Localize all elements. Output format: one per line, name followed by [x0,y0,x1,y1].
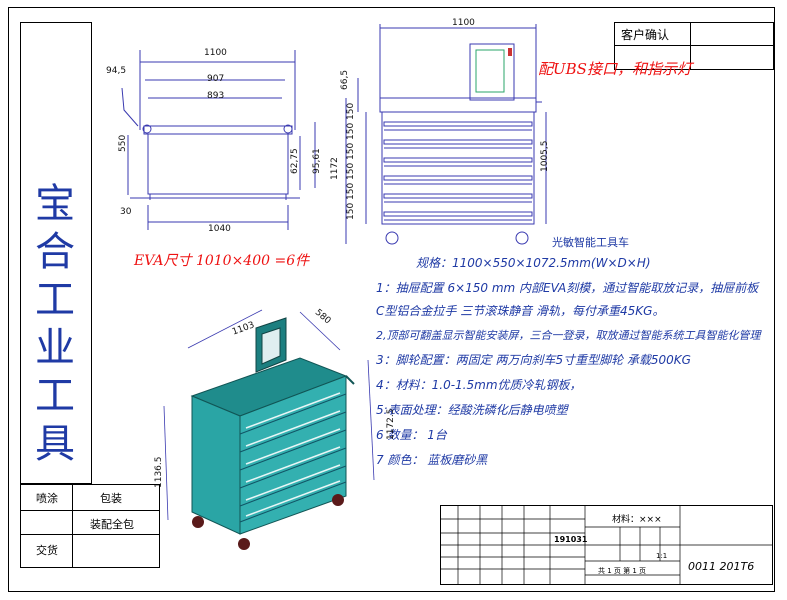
dim-893: 893 [207,91,225,101]
left-title-panel [20,22,92,484]
dim-30: 30 [120,207,132,217]
dim-62-75: 62,75 [290,148,300,174]
sheet-label: 共 1 页 第 1 页 [598,567,647,575]
spec-line-6: 5:表面处理：经酸洗磷化后静电喷塑 [376,403,568,417]
title-char-3: 业 [35,325,75,371]
title-char-4: 工 [35,373,75,419]
dim-907: 907 [207,74,225,84]
process-box [20,484,160,568]
dim-1100-top: 1100 [204,48,227,58]
dim-94-5: 94,5 [106,66,127,76]
customer-confirm-box [614,46,774,70]
dim-550: 550 [118,134,128,152]
drawing-code: 0011 201T6 [688,560,755,573]
spec-line-7: 6 数量： 1台 [376,428,447,442]
spec-line-2: C型铝合金拉手 三节滚珠静音 滑轨，每付承重45KG。 [376,304,665,318]
dim-1100-front: 1100 [452,18,475,28]
process-row-line-2 [20,534,160,535]
cart-caption: 光敏智能工具车 [552,236,629,249]
top-view-drawing [121,50,316,230]
process-row-line-1 [20,510,160,511]
scale-label: 1:1 [656,552,668,560]
spec-line-4: 3：脚轮配置：两固定 两万向刹车5寸重型脚轮 承载500KG [376,353,691,367]
dim-150-6: 150 [346,202,356,220]
dim-150-1: 150 [346,102,356,120]
front-view-drawing [345,24,547,245]
dim-1040: 1040 [208,224,231,234]
usb-note: 配UBS接口，和指示灯 [538,60,692,78]
spec-line-8: 7 颜色： 蓝板磨砂黑 [376,453,488,467]
spec-list: 规格：1100×550×1072.5mm(W×D×H) 1：抽屉配置 6×150… [376,254,761,468]
process-col-line [72,484,73,568]
drawing-frame [8,7,775,592]
title-char-0: 宝 [35,181,75,227]
pack-label: 包装 [100,492,122,505]
dim-1172-front: 1172 [330,157,340,180]
dim-150-2: 150 [346,122,356,140]
assembly-label: 装配全包 [90,518,134,531]
dim-66-5: 66,5 [340,69,350,90]
title-block-grid [440,505,773,585]
dim-150-4: 150 [346,162,356,180]
company-title: 宝 合 工 业 工 具 [20,180,90,467]
isometric-cart [163,309,375,550]
delivery-label: 交货 [36,544,58,557]
eva-size-note: EVA尺寸 1010×400 =6件 [134,253,310,269]
customer-confirm-divider [690,22,691,70]
title-char-5: 具 [35,421,75,467]
iso-dim-1172-5: 1172.5 [386,408,396,441]
dim-150-5: 150 [346,182,356,200]
dim-150-3: 150 [346,142,356,160]
spec-line-0: 规格：1100×550×1072.5mm(W×D×H) [416,256,651,270]
title-char-1: 合 [35,229,75,275]
dim-1005-5: 1005,5 [540,140,550,173]
dim-95-61: 95,61 [312,148,322,174]
spec-line-1: 1：抽屉配置 6×150 mm 内部EVA刻模，通过智能取放记录，抽屉前板 [376,281,759,295]
customer-confirm-label: 客户确认 [614,22,774,46]
spray-label: 喷涂 [36,492,58,505]
material-label: 材料：××× [612,515,662,525]
title-char-2: 工 [35,277,75,323]
spec-line-3: 2,顶部可翻盖显示智能安装屏，三合一登录，取放通过智能系统工具智能化管理 [376,329,761,342]
spec-line-5: 4：材料：1.0-1.5mm优质冷轧钢板， [376,378,582,392]
drawing-number: 191031 [554,535,588,544]
